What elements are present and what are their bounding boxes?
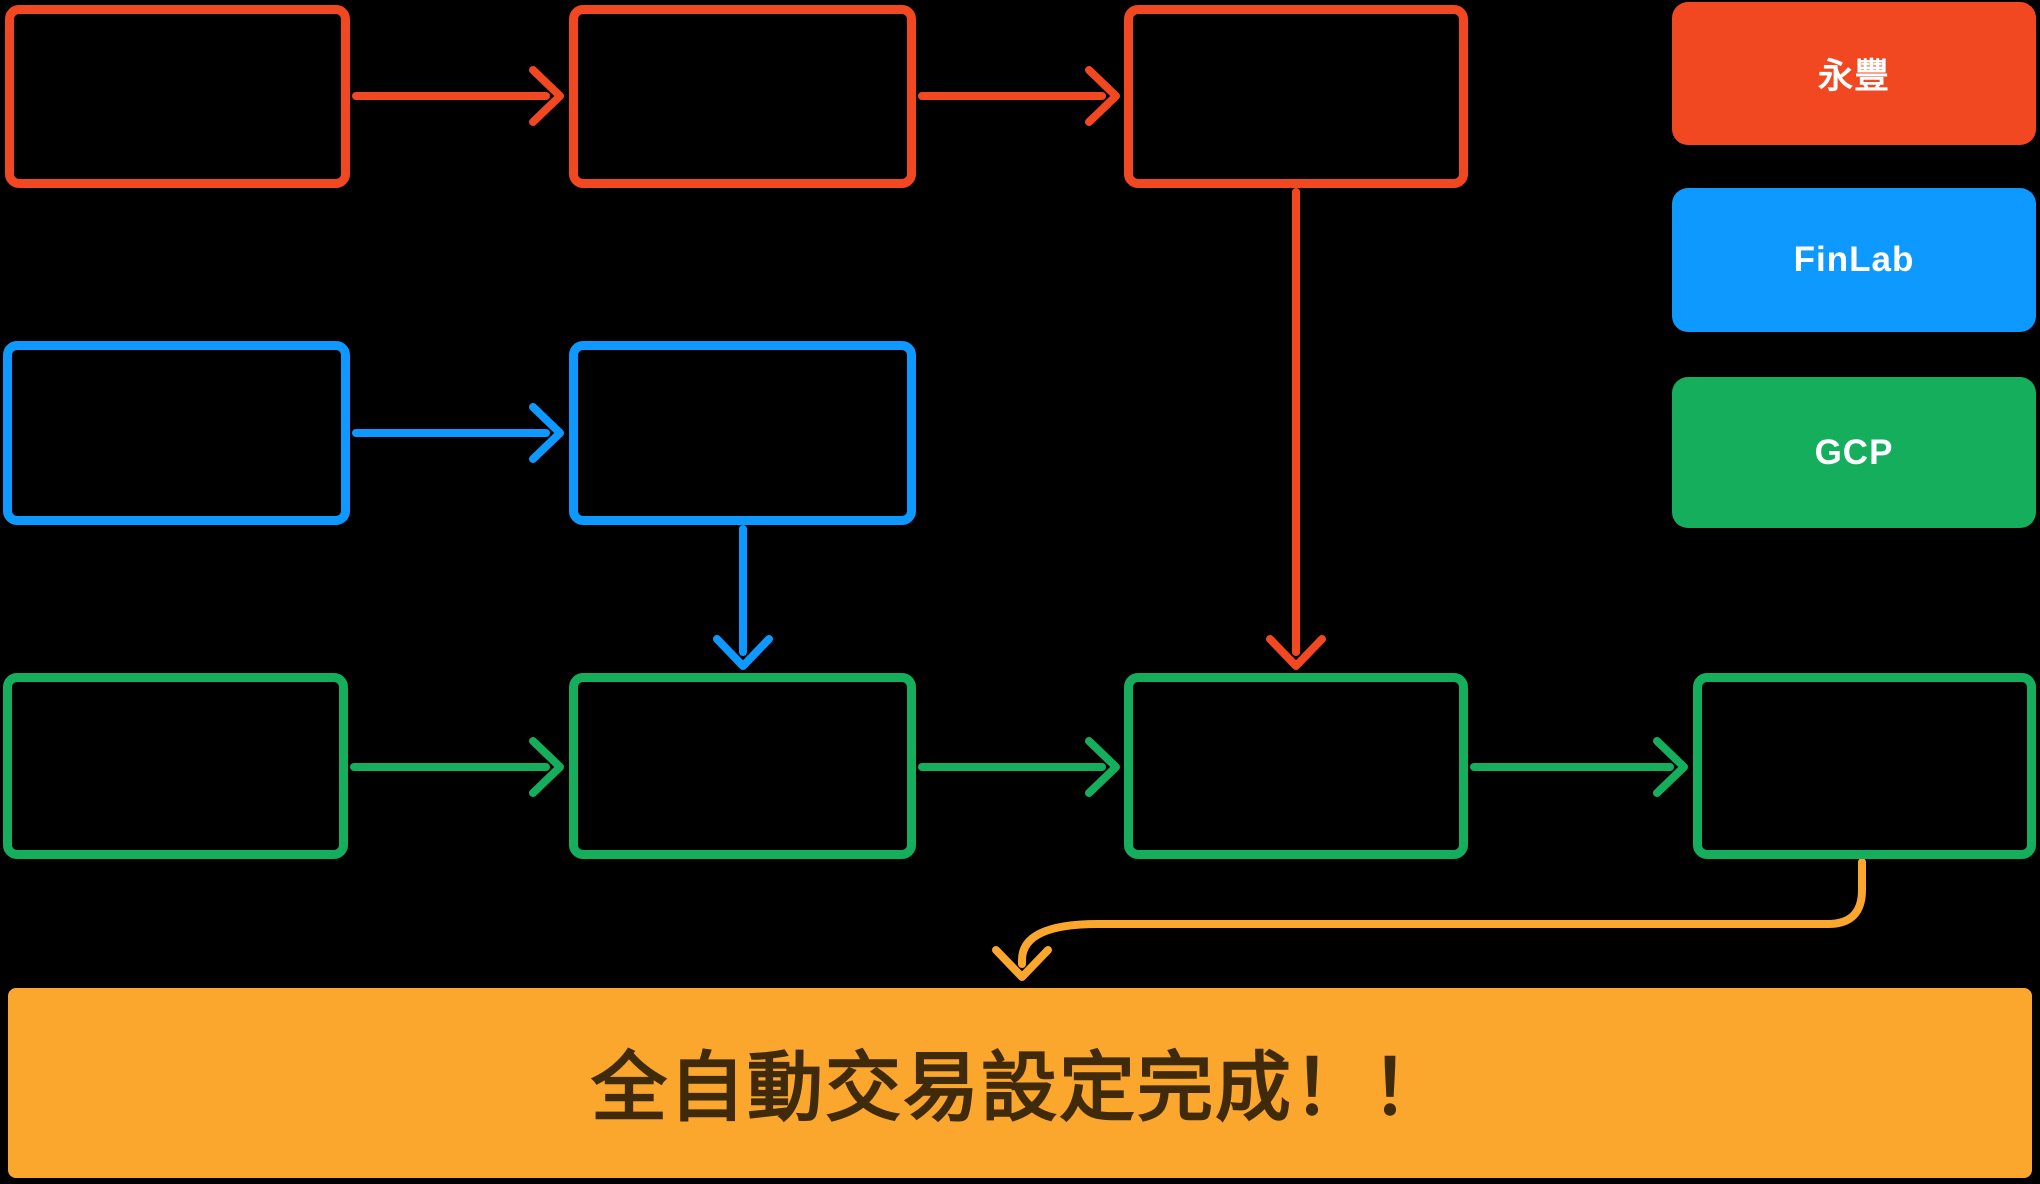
flow-box-finlab-1 [3, 341, 350, 525]
arrow-red-1-to-2-icon [352, 66, 564, 126]
arrow-blue-1-to-2-icon [352, 403, 564, 463]
flow-box-gcp-3 [1124, 673, 1468, 859]
arrow-red-3-down-to-green-3-icon [1266, 188, 1326, 670]
arrow-red-2-to-3-icon [918, 66, 1120, 126]
arrow-green-2-to-3-icon [918, 737, 1120, 797]
legend-item-finlab: FinLab [1672, 188, 2036, 332]
arrow-orange-to-banner-icon [992, 858, 1866, 981]
arrow-green-3-to-4-icon [1470, 737, 1688, 797]
legend-item-gcp: GCP [1672, 377, 2036, 528]
legend-label-sinopac: 永豐 [1817, 57, 1890, 96]
flow-box-sinopac-1 [5, 5, 350, 188]
legend-item-sinopac: 永豐 [1672, 2, 2036, 145]
arrow-green-1-to-2-icon [350, 737, 564, 797]
flow-box-sinopac-3 [1124, 5, 1468, 188]
legend-label-gcp: GCP [1814, 432, 1894, 472]
arrow-blue-2-down-to-green-2-icon [713, 525, 773, 670]
completion-banner: 全自動交易設定完成！！ [8, 988, 2032, 1178]
completion-banner-label: 全自動交易設定完成！！ [591, 1046, 1449, 1131]
legend-label-finlab: FinLab [1793, 240, 1915, 279]
flow-box-gcp-2 [569, 673, 916, 859]
flow-box-gcp-1 [3, 673, 348, 859]
flow-box-finlab-2 [569, 341, 916, 525]
flow-box-gcp-4 [1693, 673, 2036, 859]
flow-box-sinopac-2 [569, 5, 916, 188]
